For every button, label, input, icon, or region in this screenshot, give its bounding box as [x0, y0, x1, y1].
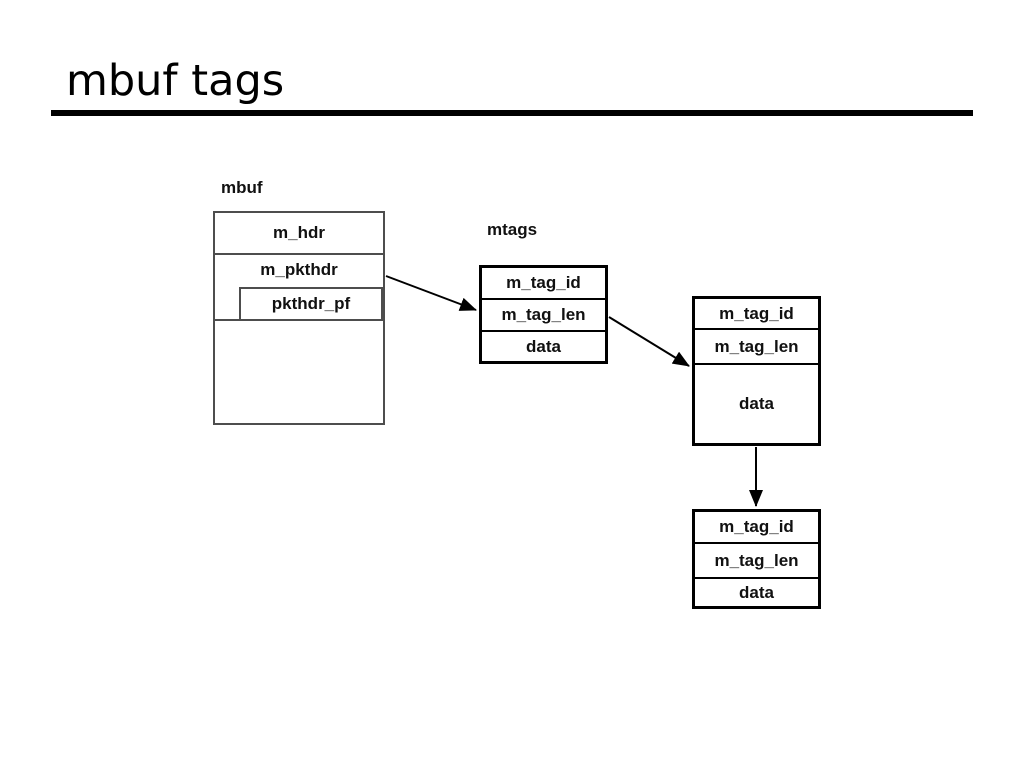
title-underline-rule	[51, 110, 973, 116]
mtags-label: mtags	[487, 220, 538, 239]
m-tag-id-label: m_tag_id	[719, 303, 794, 323]
mtag-box-2: m_tag_id m_tag_len data	[692, 296, 821, 446]
m-tag-id-label: m_tag_id	[719, 517, 794, 536]
mtag2-field-m-tag-len: m_tag_len	[695, 328, 818, 363]
data-label: data	[739, 582, 774, 602]
mtag2-field-data: data	[695, 363, 818, 443]
pkthdr-pf-label: pkthdr_pf	[271, 294, 351, 313]
mbuf-label: mbuf	[221, 178, 263, 197]
mbuf-field-m-pkthdr: m_pkthdr	[215, 259, 383, 281]
mbuf-field-m-hdr: m_hdr	[215, 213, 383, 255]
pkthdr-pf-box: pkthdr_pf	[239, 287, 383, 321]
mtag-box-1: m_tag_id m_tag_len data	[479, 265, 608, 364]
m-tag-len-label: m_tag_len	[714, 336, 799, 356]
mtag3-field-m-tag-id: m_tag_id	[695, 512, 818, 542]
mtag1-field-m-tag-len: m_tag_len	[482, 298, 605, 330]
m-tag-id-label: m_tag_id	[506, 273, 581, 292]
arrow-mbuf-to-mtag1	[385, 275, 477, 311]
mtag2-field-m-tag-id: m_tag_id	[695, 299, 818, 328]
mbuf-struct-box: m_hdr m_pkthdr pkthdr_pf	[213, 211, 385, 425]
mtag3-field-data: data	[695, 577, 818, 606]
mtag1-field-data: data	[482, 330, 605, 361]
arrow-mtag1-to-mtag2	[608, 316, 690, 367]
data-label: data	[739, 394, 774, 413]
m-tag-len-label: m_tag_len	[501, 305, 586, 324]
m-pkthdr-label: m_pkthdr	[260, 260, 338, 279]
mtag1-field-m-tag-id: m_tag_id	[482, 268, 605, 298]
data-label: data	[526, 336, 561, 356]
m-hdr-label: m_hdr	[273, 223, 325, 242]
page-title: mbuf tags	[66, 56, 285, 106]
mtag3-field-m-tag-len: m_tag_len	[695, 542, 818, 577]
m-tag-len-label: m_tag_len	[714, 550, 799, 570]
mtag-box-3: m_tag_id m_tag_len data	[692, 509, 821, 609]
